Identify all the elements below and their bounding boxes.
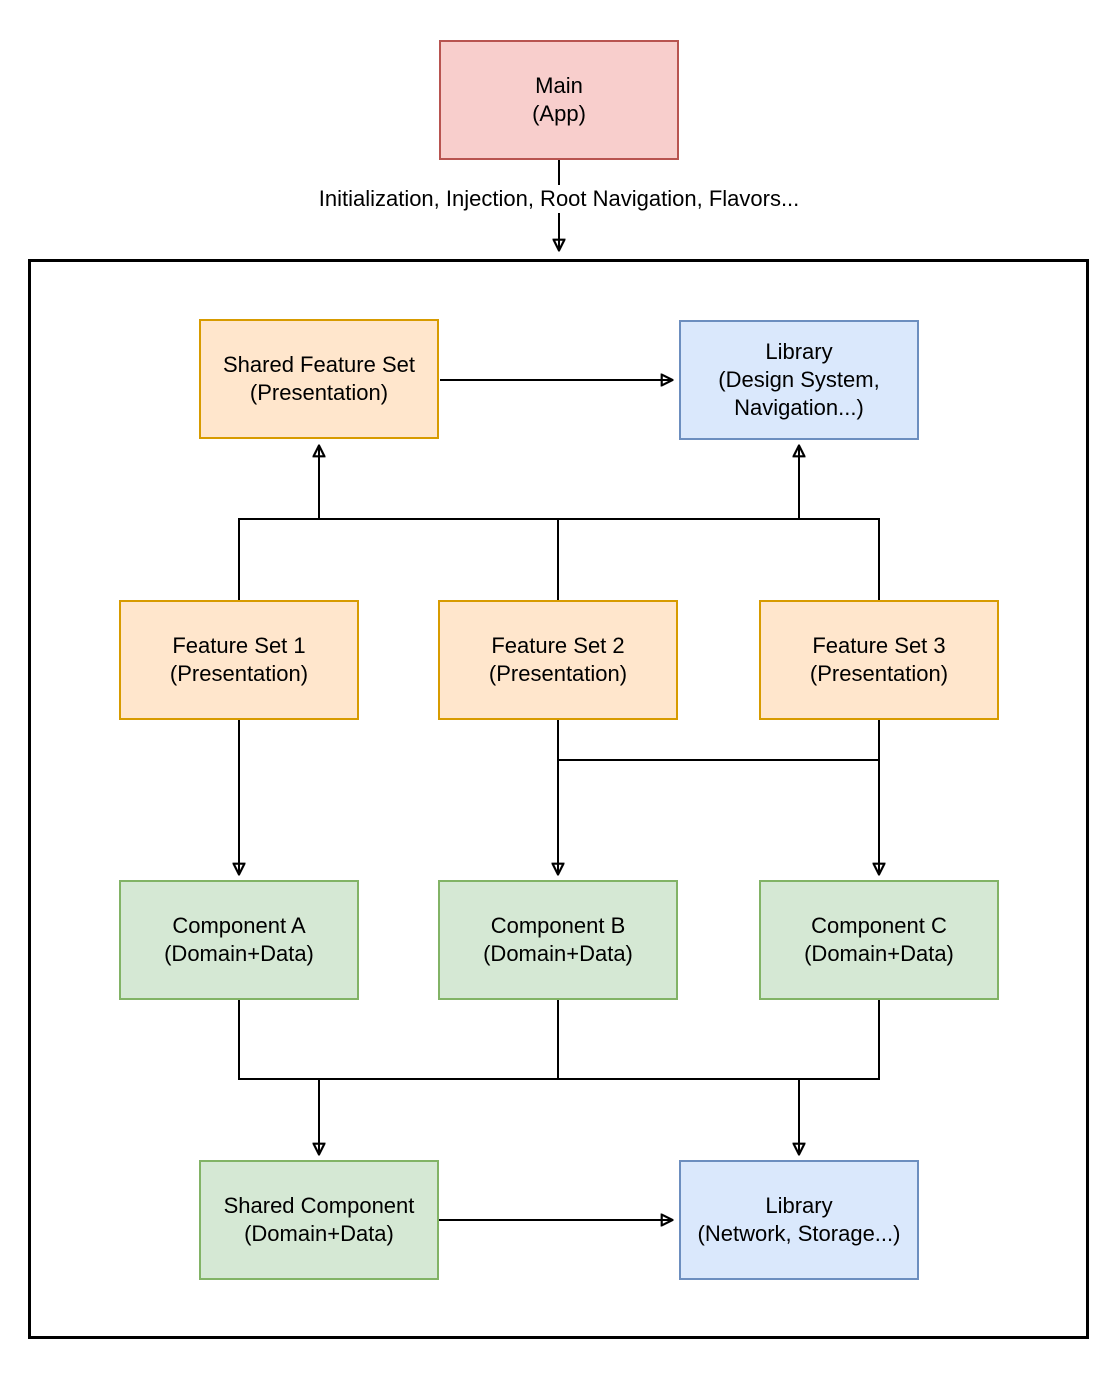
node-library-network-storage: Library (Network, Storage...) (679, 1160, 919, 1280)
node-library-design-system: Library (Design System, Navigation...) (679, 320, 919, 440)
edge-label-main-to-container: Initialization, Injection, Root Navigati… (313, 185, 805, 213)
node-library-design-system-label: Library (Design System, Navigation...) (718, 339, 880, 420)
node-library-network-storage-label: Library (Network, Storage...) (697, 1193, 901, 1246)
node-component-b-label: Component B (Domain+Data) (483, 913, 633, 966)
node-feature-set-1: Feature Set 1 (Presentation) (119, 600, 359, 720)
node-main: Main (App) (439, 40, 679, 160)
node-component-a: Component A (Domain+Data) (119, 880, 359, 1000)
app-container-box (28, 259, 1089, 1339)
node-feature-set-2: Feature Set 2 (Presentation) (438, 600, 678, 720)
node-shared-component: Shared Component (Domain+Data) (199, 1160, 439, 1280)
node-feature-set-3: Feature Set 3 (Presentation) (759, 600, 999, 720)
node-shared-component-label: Shared Component (Domain+Data) (223, 1193, 415, 1246)
node-component-c: Component C (Domain+Data) (759, 880, 999, 1000)
node-component-a-label: Component A (Domain+Data) (164, 913, 314, 966)
node-feature-set-3-label: Feature Set 3 (Presentation) (809, 633, 949, 686)
node-feature-set-2-label: Feature Set 2 (Presentation) (488, 633, 628, 686)
node-component-c-label: Component C (Domain+Data) (804, 913, 954, 966)
node-shared-feature-set: Shared Feature Set (Presentation) (199, 319, 439, 439)
node-shared-feature-set-label: Shared Feature Set (Presentation) (222, 352, 415, 405)
node-feature-set-1-label: Feature Set 1 (Presentation) (169, 633, 309, 686)
node-component-b: Component B (Domain+Data) (438, 880, 678, 1000)
node-main-label: Main (App) (532, 73, 586, 126)
